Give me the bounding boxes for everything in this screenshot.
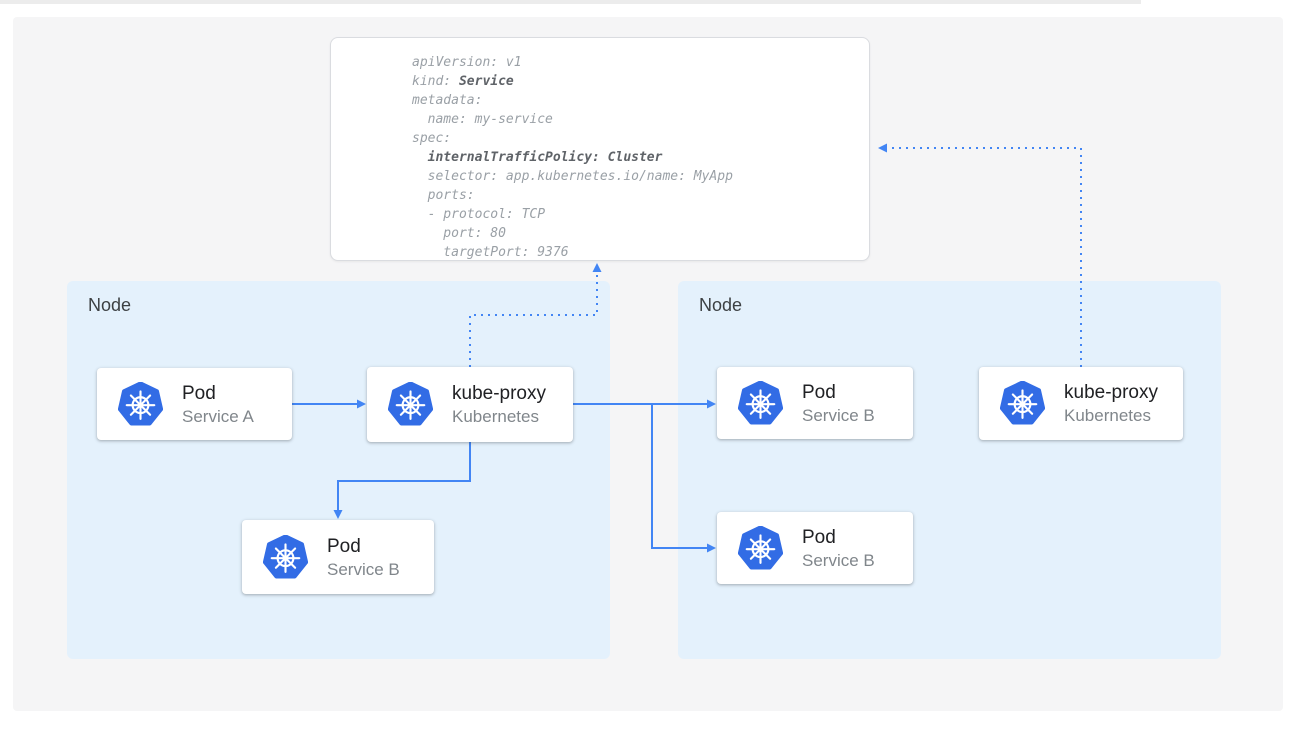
code-line: ports: [412,188,475,203]
card-pod-service-a: Pod Service A [97,368,292,440]
card-subtitle: Service B [802,550,875,570]
node-right: Node [678,281,1221,659]
kubernetes-icon [738,380,783,424]
code-line: spec: [412,131,452,146]
kubernetes-icon [738,525,783,569]
card-pod-service-b-right-1: Pod Service B [717,367,913,439]
service-yaml-card: apiVersion: v1 kind: Service metadata: nam… [330,37,870,261]
code-lines: apiVersion: v1 kind: Service metadata: nam… [412,53,859,262]
card-subtitle: Kubernetes [452,407,539,426]
card-kube-proxy-left: kube-proxy Kubernetes [367,367,573,442]
browser-edge-strip [0,0,1141,4]
card-subtitle: Service B [802,405,875,425]
card-subtitle: Service B [327,559,400,579]
kubernetes-icon [118,381,163,425]
card-subtitle: Service A [182,406,254,426]
node-label: Node [699,295,743,315]
code-line: kind: Service [412,74,514,89]
code-line: internalTrafficPolicy: Cluster [427,150,663,165]
card-title: kube-proxy [1064,382,1158,403]
kubernetes-icon [1000,381,1045,425]
code-line: apiVersion: v1 [412,55,522,70]
card-title: kube-proxy [452,383,546,404]
card-title: Pod [802,381,836,403]
code-line: name: my-service [412,112,553,127]
card-title: Pod [802,526,836,548]
kubernetes-icon [263,534,308,578]
code-line: targetPort: 9376 [412,245,569,260]
card-subtitle: Kubernetes [1064,406,1151,425]
card-title: Pod [182,382,216,404]
card-pod-service-b-right-2: Pod Service B [717,512,913,584]
card-pod-service-b-left: Pod Service B [242,520,434,594]
node-left: Node [67,281,610,659]
code-line: selector: app.kubernetes.io/name: MyApp [412,169,733,184]
kubernetes-icon [388,382,433,426]
code-line: metadata: [412,93,483,108]
card-kube-proxy-right: kube-proxy Kubernetes [979,367,1183,440]
code-line: port: 80 [412,226,506,241]
code-line: - protocol: TCP [412,207,546,222]
node-label: Node [88,295,132,315]
card-title: Pod [327,535,361,557]
